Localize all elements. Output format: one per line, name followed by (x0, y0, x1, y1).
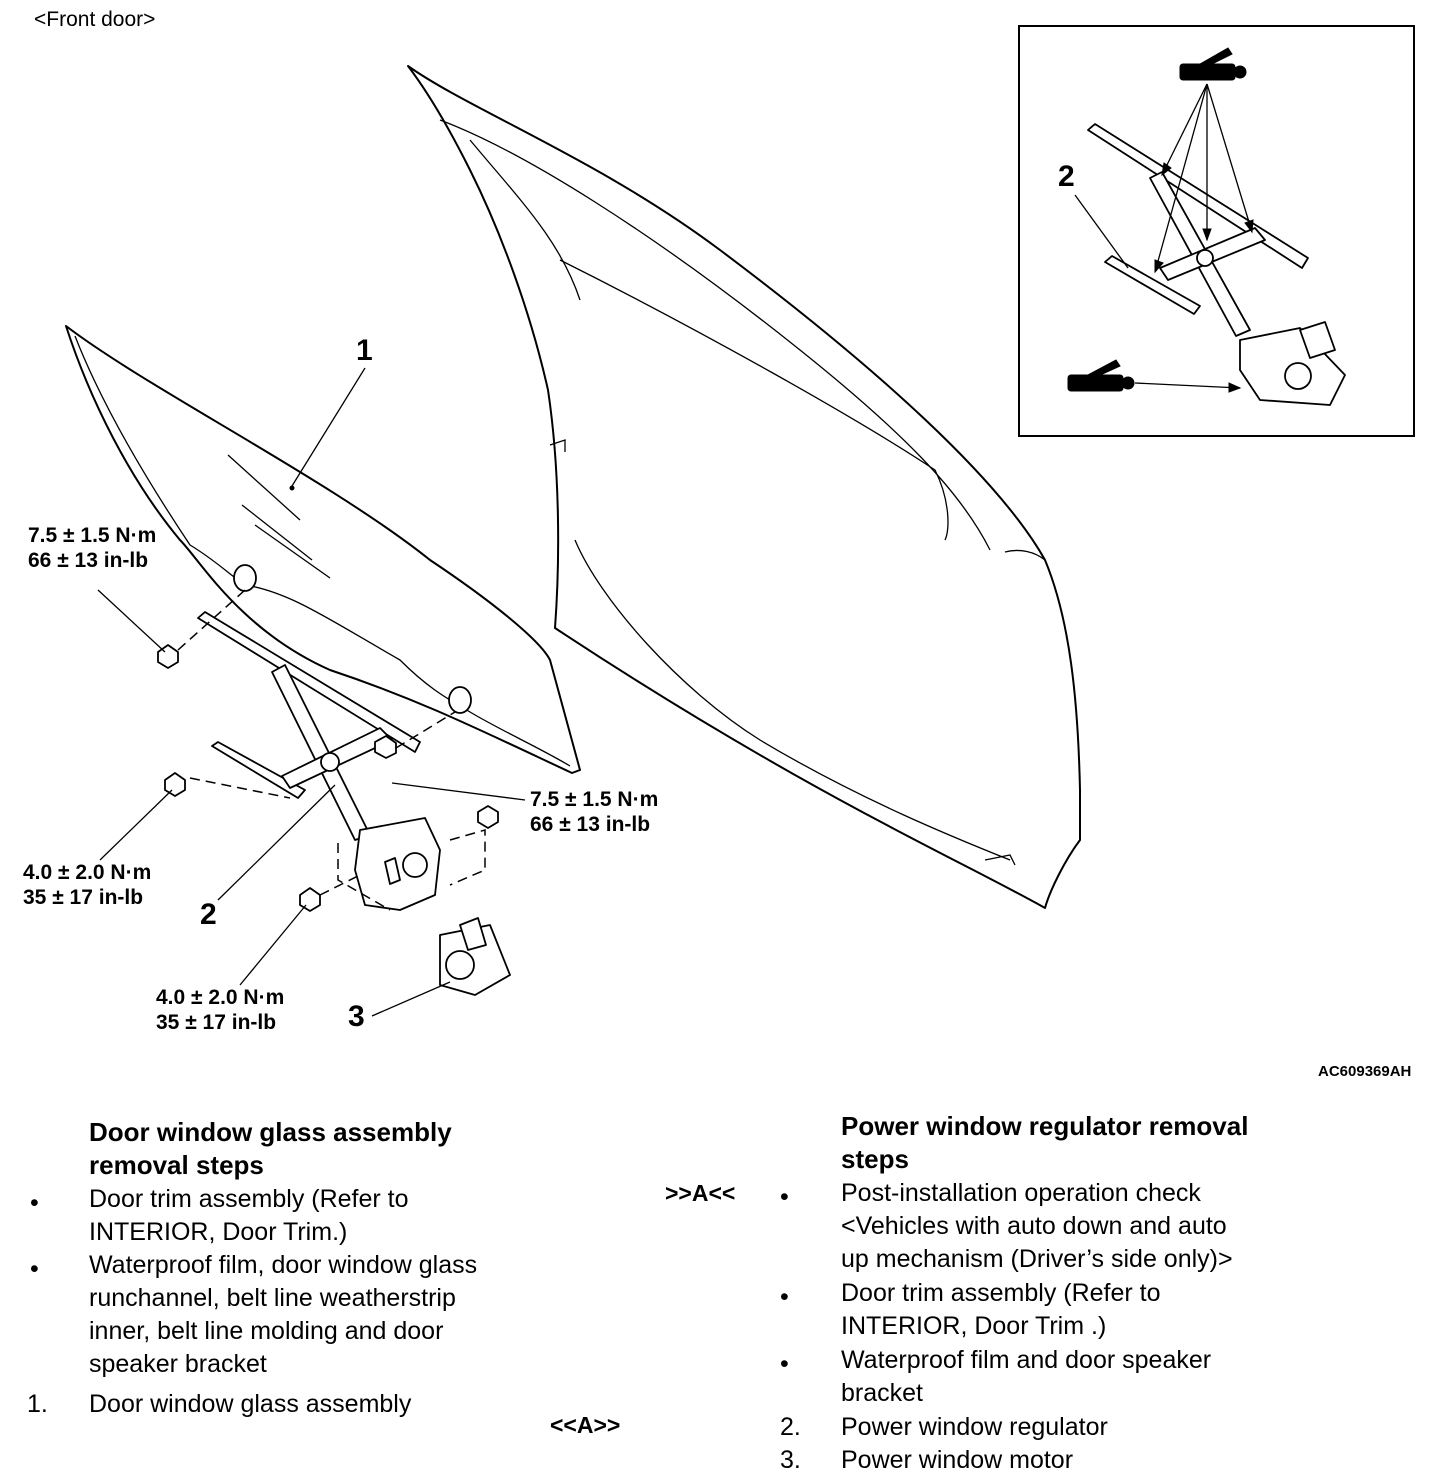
torque-spec-glass-bolt-upper: 7.5 ± 1.5 N·m 66 ± 13 in-lb (28, 524, 157, 572)
regulator-step-4-text: Power window regulator (841, 1413, 1108, 1441)
grease-gun-icon (1067, 359, 1135, 392)
view-title: <Front door> (34, 8, 156, 31)
regulator-step-1-marker: • (780, 1183, 789, 1211)
torque-spec-motor-bolt: 4.0 ± 2.0 N·m 35 ± 17 in-lb (156, 986, 285, 1034)
regulator-step-3-text: Waterproof film and door speaker bracket (841, 1346, 1212, 1407)
alignment-lines (177, 589, 486, 911)
callout-part-2: 2 (200, 898, 217, 931)
glass-step-2-marker: • (30, 1255, 39, 1283)
door-panel-outline (407, 65, 1081, 909)
regulator-step-5-text: Power window motor (841, 1446, 1074, 1474)
figure-code: AC609369AH (1318, 1063, 1412, 1080)
glass-step-1-text: Door trim assembly (Refer to INTERIOR, D… (89, 1185, 409, 1246)
regulator-steps-heading: Power window regulator removal steps (841, 1111, 1249, 1174)
torque-spec-glass-bolt-lower: 7.5 ± 1.5 N·m 66 ± 13 in-lb (530, 788, 659, 836)
glass-step-1-marker: • (30, 1189, 39, 1217)
inset-callout-part-2: 2 (1058, 160, 1075, 193)
glass-steps-heading: Door window glass assembly removal steps (89, 1117, 452, 1180)
regulator-step-4-marker: 2. (780, 1413, 801, 1441)
callout-part-3: 3 (348, 1000, 365, 1033)
leader-lines (97, 367, 526, 1017)
glass-step-2-text: Waterproof film, door window glass runch… (89, 1251, 478, 1378)
service-marker-post-install: >>A<< (665, 1180, 736, 1206)
regulator-step-5-marker: 3. (780, 1446, 801, 1474)
grease-gun-icon (1179, 47, 1247, 81)
regulator-step-2-text: Door trim assembly (Refer to INTERIOR, D… (841, 1279, 1161, 1340)
glass-step-3-text: Door window glass assembly (89, 1390, 412, 1418)
regulator-step-1-text: Post-installation operation check <Vehic… (841, 1179, 1233, 1273)
window-glass-assembly (65, 325, 581, 774)
window-regulator (197, 611, 511, 996)
inset-detail-box (1018, 25, 1415, 437)
exploded-diagram (65, 25, 1415, 1017)
regulator-step-2-marker: • (780, 1283, 789, 1311)
glass-step-3-marker: 1. (27, 1390, 48, 1418)
regulator-step-3-marker: • (780, 1350, 789, 1378)
callout-part-1: 1 (356, 334, 373, 367)
service-marker-regulator: <<A>> (550, 1412, 621, 1438)
torque-spec-regulator-bolt: 4.0 ± 2.0 N·m 35 ± 17 in-lb (23, 861, 152, 909)
